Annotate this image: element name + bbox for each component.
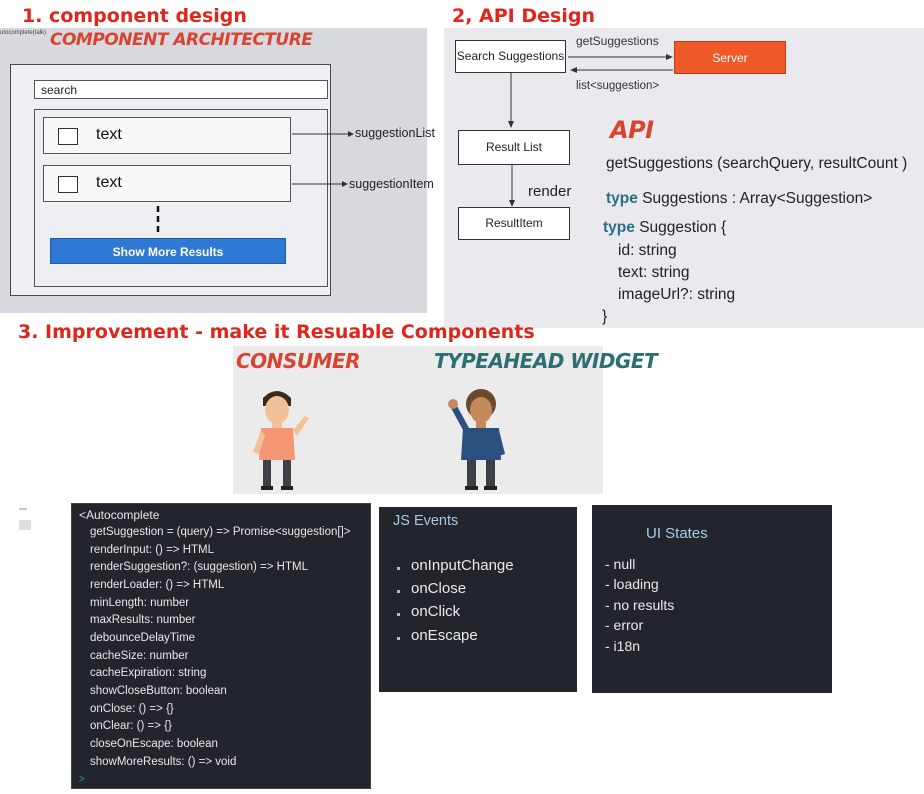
section-1-heading: 1. component design: [22, 5, 247, 27]
api-title: API: [610, 116, 654, 144]
ui-state-item: - no results: [605, 597, 675, 613]
prop-line: showMoreResults: () => void: [90, 756, 237, 768]
event-item: onEscape: [411, 627, 478, 644]
event-item: onInputChange: [411, 557, 514, 574]
autocomplete-props-panel: <Autocomplete getSuggestion = (query) =>…: [71, 503, 371, 789]
type-keyword: type: [606, 190, 638, 207]
request-label: getSuggestions: [576, 34, 659, 48]
api-flow-arrows: [508, 54, 673, 207]
event-item: onClick: [411, 603, 461, 620]
type-keyword: type: [603, 219, 635, 236]
prop-line: renderSuggestion?: (suggestion) => HTML: [90, 561, 308, 573]
component-architecture-title: COMPONENT ARCHITECTURE: [50, 30, 313, 50]
bullet: [397, 567, 400, 570]
prop-line: maxResults: number: [90, 614, 196, 626]
closing-brace: }: [602, 308, 608, 325]
suggestion-checkbox[interactable]: [58, 176, 78, 193]
suggestion-type-def: type Suggestion {: [603, 219, 726, 237]
field-image-url: imageUrl?: string: [618, 286, 736, 303]
ui-states-title: UI States: [646, 525, 708, 542]
decor-mark: [19, 508, 27, 510]
result-list-node: Result List: [458, 130, 570, 165]
consumer-title: CONSUMER: [236, 349, 361, 373]
suggestion-row[interactable]: text: [43, 165, 291, 202]
prop-line: renderInput: () => HTML: [90, 544, 214, 556]
ui-state-item: - error: [605, 617, 644, 633]
ui-states-panel: UI States - null - loading - no results …: [592, 505, 832, 693]
suggestion-text: text: [96, 174, 122, 191]
event-item: onClose: [411, 580, 467, 597]
prop-line: cacheExpiration: string: [90, 667, 207, 679]
bullet: [397, 637, 400, 640]
ui-state-item: - i18n: [605, 638, 641, 654]
ui-state-item: - null: [605, 556, 636, 572]
suggestion-type-text: Suggestion {: [639, 219, 727, 236]
section-2-heading: 2, API Design: [452, 5, 595, 27]
prop-line: getSuggestion = (query) => Promise<sugge…: [90, 526, 351, 538]
autocomplete-open-tag: <Autocomplete: [79, 508, 160, 522]
section-3-heading: 3. Improvement - make it Resuable Compon…: [18, 321, 535, 343]
suggestion-checkbox[interactable]: [58, 128, 78, 145]
characters-illustration: [253, 389, 505, 490]
prop-line: minLength: number: [90, 597, 190, 609]
suggestion-list-container: [34, 109, 328, 287]
prop-line: debounceDelayTime: [90, 632, 196, 644]
prop-line: cacheSize: number: [90, 650, 189, 662]
server-node: Server: [674, 41, 786, 74]
response-label: list<suggestion>: [576, 80, 660, 92]
ui-state-item: - loading: [605, 576, 659, 592]
panel1-connectors: [156, 131, 354, 236]
field-id: id: string: [618, 242, 677, 259]
prop-line: renderLoader: () => HTML: [90, 579, 225, 591]
suggestion-item-label: suggestionItem: [349, 177, 434, 191]
bullet: [397, 590, 400, 593]
render-label: render: [528, 183, 572, 200]
search-suggestions-node: Search Suggestions: [455, 40, 566, 73]
suggestions-type-def: type Suggestions : Array<Suggestion>: [606, 190, 872, 208]
prop-line: onClose: () => {}: [90, 703, 174, 715]
show-more-results-button[interactable]: Show More Results: [50, 238, 286, 264]
consumer-figure: [253, 391, 309, 490]
suggestion-row[interactable]: text: [43, 117, 291, 154]
suggestion-text: text: [96, 126, 122, 143]
bullet: [397, 613, 400, 616]
js-events-title: JS Events: [393, 513, 459, 529]
search-input[interactable]: search: [34, 80, 328, 99]
consumer-widget-panel: [233, 346, 603, 494]
suggestion-list-label: suggestionList: [355, 126, 435, 140]
api-design-panel: [444, 28, 924, 328]
result-item-node: ResultItem: [458, 207, 570, 240]
decor-mark: [19, 520, 31, 530]
tab-label: utocomplete(talk): [0, 30, 47, 36]
prop-line: onClear: () => {}: [90, 720, 172, 732]
prop-line: showCloseButton: boolean: [90, 685, 227, 697]
autocomplete-close-tag: >: [79, 774, 85, 785]
typeahead-widget-title: TYPEAHEAD WIDGET: [434, 349, 658, 373]
typeahead-widget-figure: [448, 389, 505, 490]
field-text: text: string: [618, 264, 690, 281]
api-signature: getSuggestions (searchQuery, resultCount…: [606, 155, 908, 172]
js-events-panel: JS Events onInputChange onClose onClick …: [379, 507, 577, 692]
prop-line: closeOnEscape: boolean: [90, 738, 218, 750]
suggestions-type-text: Suggestions : Array<Suggestion>: [642, 190, 873, 207]
